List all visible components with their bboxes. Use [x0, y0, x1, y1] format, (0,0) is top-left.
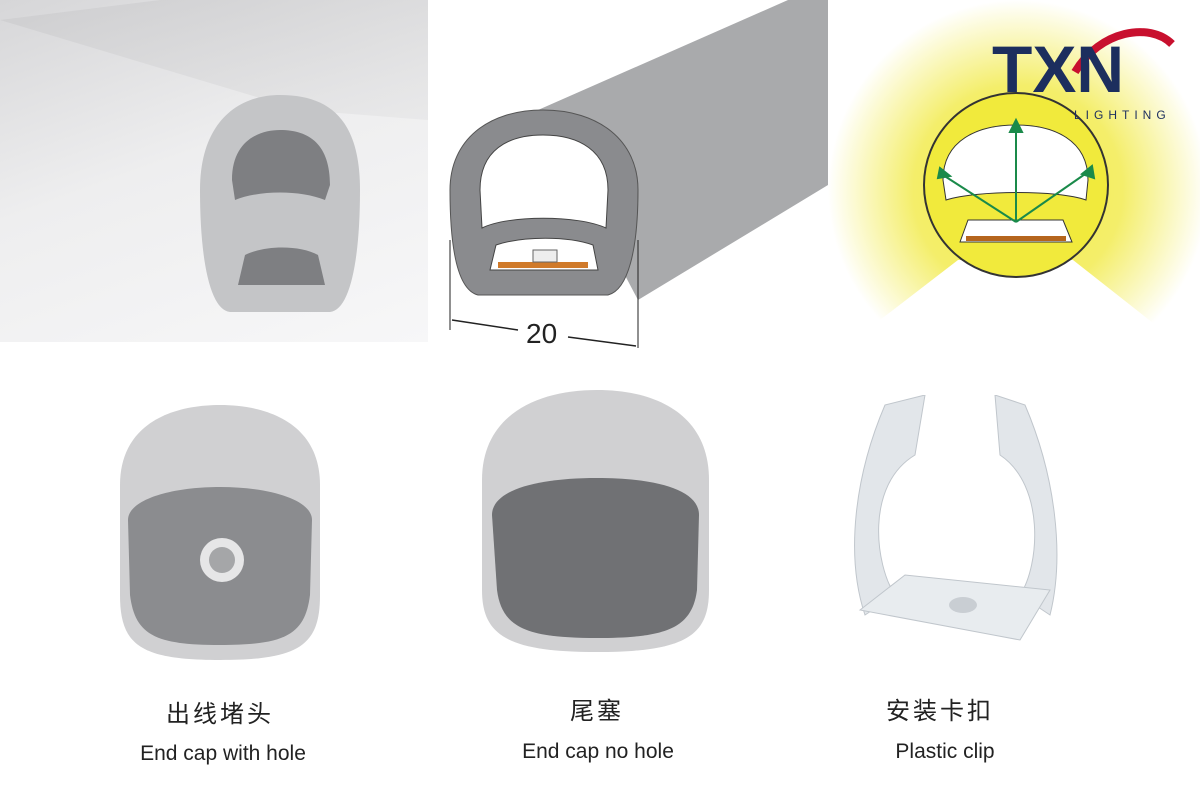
silicone-profile-illustration — [0, 0, 428, 312]
caption-cn-end-cap-no-hole: 尾塞 — [570, 697, 624, 725]
caption-en-end-cap-with-hole: End cap with hole — [140, 742, 306, 765]
logo-arc-icon — [1071, 28, 1175, 75]
light-beam-diagram — [828, 0, 1200, 360]
end-cap-with-hole-icon — [120, 405, 320, 660]
end-cap-with-hole-image — [100, 395, 340, 679]
dimension-drawing: 20 — [428, 0, 828, 360]
width-dimension-label: 20 — [526, 318, 557, 349]
plastic-clip-image — [845, 394, 1065, 659]
tube-cross-section-illustration: 20 — [449, 0, 828, 349]
end-cap-no-hole-icon — [482, 390, 709, 652]
caption-cn-end-cap-with-hole: 出线堵头 — [166, 700, 274, 728]
caption-en-end-cap-no-hole: End cap no hole — [522, 740, 674, 763]
txn-logo: TXN LIGHTING — [990, 22, 1180, 122]
profile-render-image — [0, 0, 428, 342]
light-arrows — [936, 117, 1096, 223]
beam-angle-illustration — [828, 92, 1200, 360]
logo-sub-text: LIGHTING — [1074, 108, 1171, 122]
caption-cn-plastic-clip: 安装卡扣 — [886, 697, 994, 725]
logo-brand-text: TXN — [992, 32, 1124, 106]
end-cap-no-hole-image — [477, 390, 717, 674]
plastic-clip-icon — [854, 394, 1058, 641]
caption-en-plastic-clip: Plastic clip — [895, 740, 995, 763]
